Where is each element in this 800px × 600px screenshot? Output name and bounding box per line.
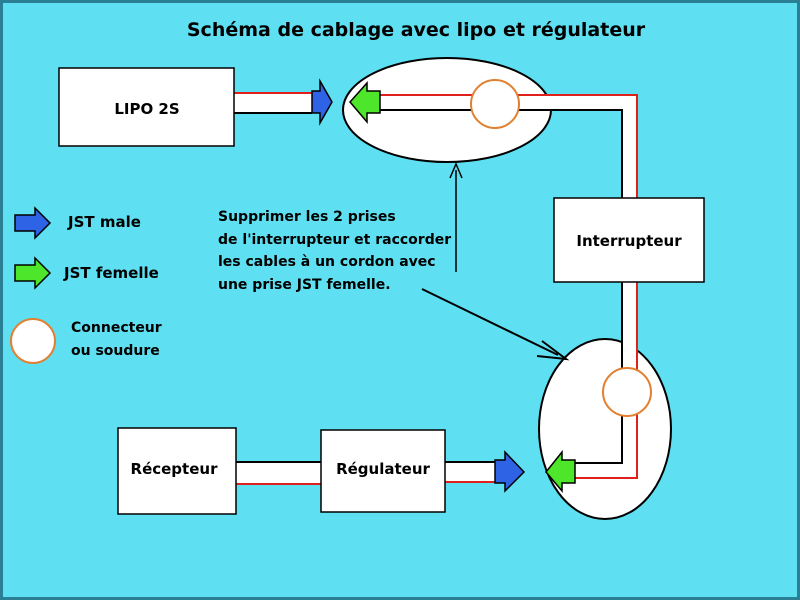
- legend-connector-label-1: Connecteur: [71, 320, 162, 336]
- connector-circle-icon-bottom: [602, 367, 652, 417]
- legend-connector-icon: [10, 318, 56, 364]
- box-interrupteur: Interrupteur: [553, 197, 705, 283]
- wire-bottom-black: [575, 282, 623, 464]
- jst-female-arrow-icon-bottom: [545, 449, 576, 494]
- box-recepteur: Récepteur: [117, 427, 237, 515]
- box-recepteur-label: Récepteur: [131, 460, 219, 478]
- jst-male-arrow-icon-lipo: [311, 78, 333, 126]
- box-lipo-label: LIPO 2S: [114, 100, 179, 118]
- note-line-2: de l'interrupteur et raccorder: [218, 232, 451, 248]
- legend: JST male JST femelle Connecteur ou soudu…: [10, 206, 162, 364]
- pointer-arrow-up: [449, 162, 463, 272]
- instruction-note: Supprimer les 2 prises de l'interrupteur…: [218, 209, 451, 293]
- jst-male-arrow-icon-regulateur: [494, 450, 526, 493]
- jst-female-arrow-icon-top: [349, 81, 381, 125]
- legend-jst-female-label: JST femelle: [63, 264, 159, 282]
- legend-jst-male-icon: [14, 206, 52, 240]
- diagram-title: Schéma de cablage avec lipo et régulateu…: [187, 19, 646, 41]
- pointer-arrow-diagonal: [421, 288, 570, 361]
- wire-lipo-out: [234, 93, 312, 113]
- note-line-1: Supprimer les 2 prises: [218, 209, 396, 225]
- box-interrupteur-label: Interrupteur: [576, 232, 682, 250]
- legend-jst-male-label: JST male: [67, 213, 141, 231]
- wire-reg-out: [445, 462, 495, 482]
- box-regulateur-label: Régulateur: [336, 460, 430, 478]
- bottom-junction-ellipse: [538, 338, 672, 520]
- wire-bottom-red: [575, 282, 638, 479]
- legend-jst-female-icon: [14, 256, 52, 290]
- note-line-4: une prise JST femelle.: [218, 277, 391, 293]
- wire-top-band: [380, 95, 637, 198]
- wire-top-black: [380, 109, 623, 198]
- legend-connector-label-2: ou soudure: [71, 343, 160, 359]
- wire-rec-reg: [236, 462, 321, 484]
- connector-circle-icon-top: [470, 79, 520, 129]
- wire-top-red: [380, 94, 638, 198]
- box-lipo: LIPO 2S: [58, 67, 235, 147]
- note-line-3: les cables à un cordon avec: [218, 254, 436, 270]
- box-regulateur: Régulateur: [320, 429, 446, 513]
